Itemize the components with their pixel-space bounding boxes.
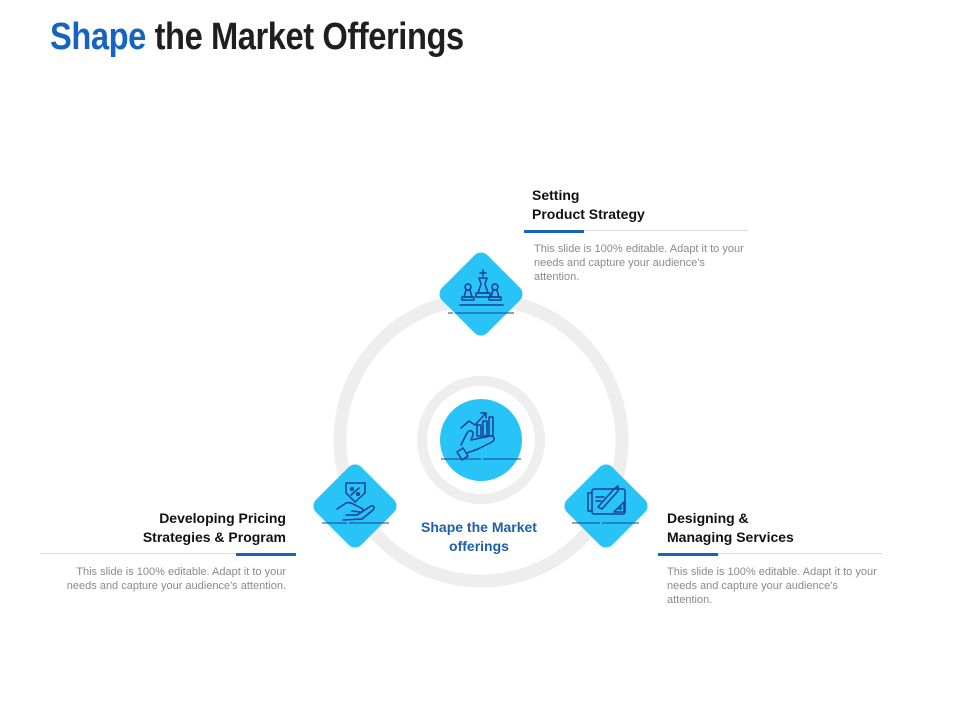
item-divider xyxy=(658,553,882,556)
item-description-line: This slide is 100% editable. Adapt it to… xyxy=(667,566,877,578)
diamond-top xyxy=(439,252,523,336)
item-description-line: This slide is 100% editable. Adapt it to… xyxy=(76,566,286,578)
item-title: Designing & Managing Services xyxy=(658,509,882,547)
item-designing-managing-services: Designing & Managing Services This slide… xyxy=(658,509,882,607)
hand-price-tag-icon xyxy=(336,482,375,521)
title-accent: Shape xyxy=(50,16,146,58)
item-description: This slide is 100% editable. Adapt it to… xyxy=(40,565,296,593)
slide-title: Shape the Market Offerings xyxy=(50,16,464,59)
item-description: This slide is 100% editable. Adapt it to… xyxy=(524,242,748,284)
diamond-left xyxy=(313,464,397,548)
item-title-line: Setting xyxy=(532,187,580,203)
item-title-line: Managing Services xyxy=(667,529,794,545)
item-divider xyxy=(524,230,748,233)
item-setting-product-strategy: Setting Product Strategy This slide is 1… xyxy=(524,186,748,284)
item-description-line: needs and capture your audience's attent… xyxy=(534,257,705,283)
item-title-line: Product Strategy xyxy=(532,206,645,222)
hand-growth-chart-icon xyxy=(456,412,495,461)
center-label: Shape the Market offerings xyxy=(421,519,537,554)
item-description-line: This slide is 100% editable. Adapt it to… xyxy=(534,243,744,255)
item-title: Setting Product Strategy xyxy=(524,186,748,224)
item-title: Developing Pricing Strategies & Program xyxy=(40,509,296,547)
item-title-line: Designing & xyxy=(667,510,749,526)
item-divider xyxy=(40,553,296,556)
blueprint-design-icon xyxy=(587,485,626,515)
item-description: This slide is 100% editable. Adapt it to… xyxy=(658,565,882,607)
item-title-line: Developing Pricing xyxy=(159,510,286,526)
item-description-line: needs and capture your audience's attent… xyxy=(667,580,838,606)
item-description-line: needs and capture your audience's attent… xyxy=(66,580,286,592)
inner-ring xyxy=(417,376,545,504)
diamond-right xyxy=(564,464,648,548)
item-developing-pricing-strategies: Developing Pricing Strategies & Program … xyxy=(40,509,296,593)
chess-pieces-icon xyxy=(459,269,504,306)
title-rest: the Market Offerings xyxy=(145,16,465,58)
item-title-line: Strategies & Program xyxy=(142,529,286,545)
center-circle xyxy=(440,399,522,481)
